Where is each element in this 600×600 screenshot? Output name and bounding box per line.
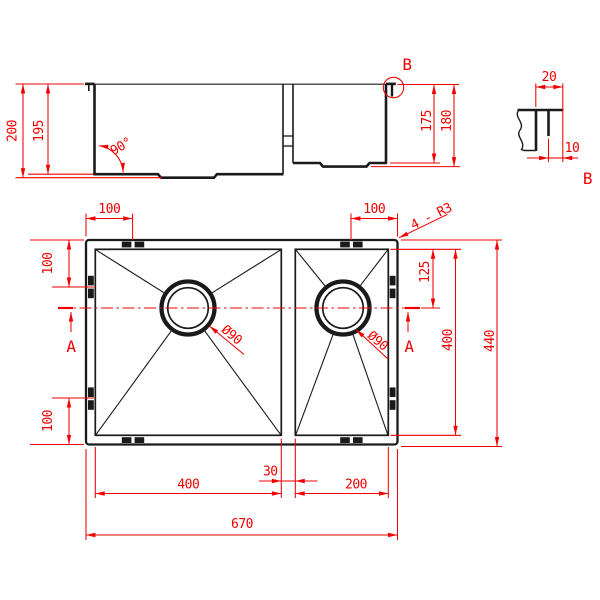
dim-text-main-bowl-width: 400 xyxy=(177,478,199,493)
dim-text-clip-left-upper: 100 xyxy=(41,253,56,275)
dim-text-overall-depth: 440 xyxy=(483,330,498,352)
dim-text-lip-inset: 10 xyxy=(565,141,580,156)
section-label-right: A xyxy=(404,337,414,356)
detail-view-label: B xyxy=(583,169,592,188)
dim-text-small-bowl-overall: 180 xyxy=(440,110,455,132)
plan-main-bowl xyxy=(94,248,283,437)
angle-arc-90 xyxy=(98,144,125,173)
corner-radius-note: 4 - R3 xyxy=(408,200,454,233)
small-drain-label: Ø90 xyxy=(364,329,390,355)
dim-text-corner-angle: 90° xyxy=(108,135,135,159)
dim-text-small-bowl-depth: 175 xyxy=(420,110,435,132)
plan-view: A A 100 100 4 - R3 100 100 125 400 4 xyxy=(30,200,502,540)
dim-text-clip-left-lower: 100 xyxy=(41,410,56,432)
detail-b-view: 20 10 B xyxy=(516,70,593,188)
main-drain-leader xyxy=(209,325,245,355)
section-main-bowl-bottom xyxy=(93,172,284,179)
plan-outer-edge xyxy=(84,238,399,446)
dim-text-clip-top-right: 100 xyxy=(363,202,385,217)
dim-text-divider-width: 30 xyxy=(263,465,278,480)
dim-text-overall-depth: 200 xyxy=(6,120,21,142)
main-drain-label: Ø90 xyxy=(218,323,244,349)
detail-callout-circle xyxy=(382,76,405,99)
mounting-clips xyxy=(88,241,396,443)
dim-text-drain-offset: 125 xyxy=(418,261,433,283)
dim-text-small-bowl-width: 200 xyxy=(345,478,367,493)
dim-text-bowl-length: 400 xyxy=(441,329,456,351)
plan-small-bowl xyxy=(294,248,390,437)
plan-bowl-creases xyxy=(95,249,389,436)
dim-text-clip-top-left: 100 xyxy=(98,202,120,217)
corner-radius-leader xyxy=(398,213,448,239)
dim-text-bowl-depth: 195 xyxy=(32,120,47,142)
detail-marker-label: B xyxy=(402,55,411,74)
dim-text-flange-width: 20 xyxy=(542,70,557,85)
dim-text-overall-width: 670 xyxy=(231,517,253,532)
section-view: 200 195 90° 175 180 B xyxy=(6,55,460,179)
section-small-bowl-bottom xyxy=(293,161,387,168)
small-drain-leader xyxy=(355,329,389,360)
detail-break-line xyxy=(516,110,536,152)
section-label-left: A xyxy=(66,337,76,356)
